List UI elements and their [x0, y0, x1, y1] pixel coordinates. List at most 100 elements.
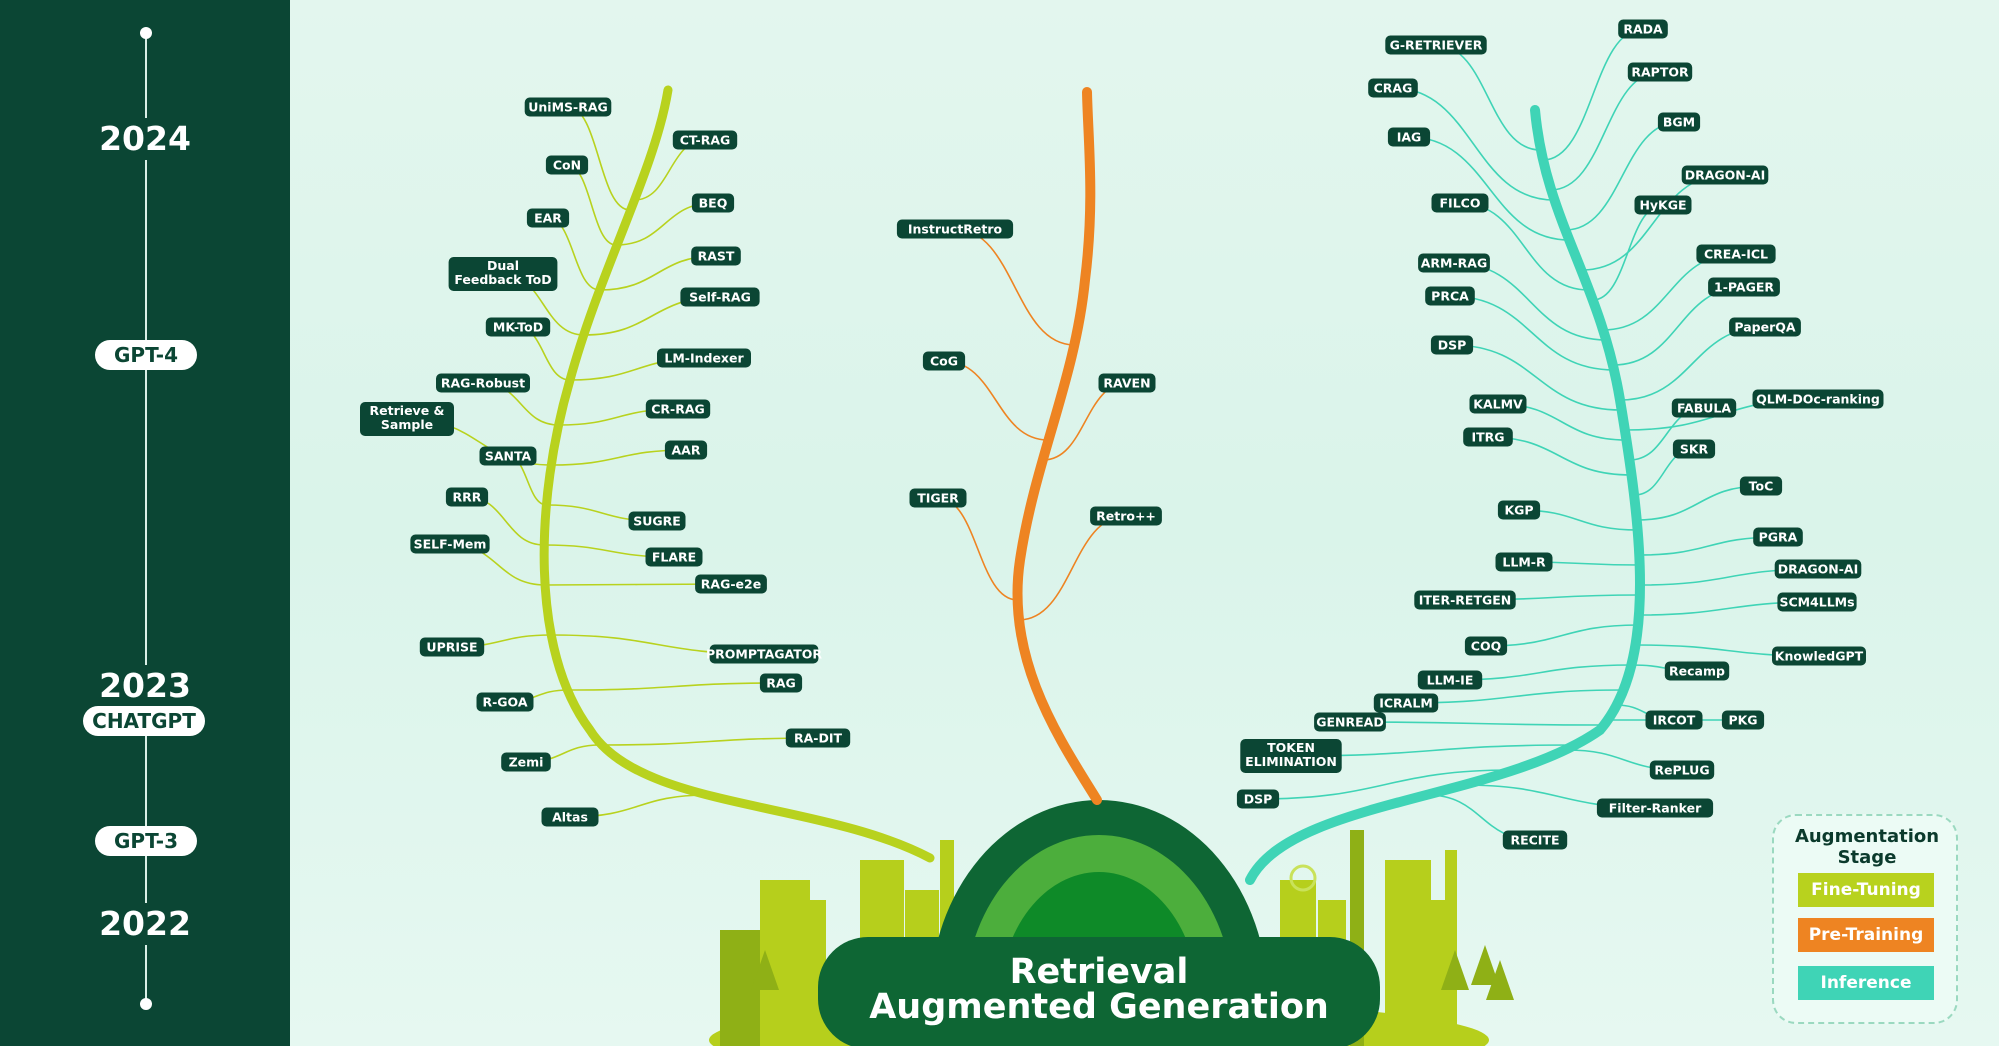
- method-node-bg: [785, 728, 851, 748]
- method-node-bg: [526, 208, 570, 228]
- method-node-bg: [1681, 165, 1769, 185]
- method-node-bg: [1417, 670, 1483, 690]
- method-node-bg: [1414, 590, 1516, 610]
- method-node-bg: [1502, 830, 1568, 850]
- method-node-bg: [759, 673, 803, 693]
- augmentation-stage-legend: Augmentation Stage Fine-Tuning Pre-Train…: [1772, 814, 1958, 1024]
- method-node-bg: [479, 446, 537, 466]
- fine-tuning-stem: [539, 85, 935, 863]
- method-node: ARM-RAG: [1418, 253, 1490, 273]
- method-node-bg: [1753, 527, 1803, 547]
- method-node: PKG: [1721, 710, 1765, 730]
- method-node-bg: [1596, 798, 1714, 818]
- year-2023-label: 2023: [45, 665, 245, 707]
- method-node-label: TIGER: [917, 491, 959, 506]
- year-2022-label: 2022: [45, 903, 245, 945]
- method-node: TIGER: [909, 488, 967, 508]
- method-node-label: CR-RAG: [651, 402, 705, 417]
- method-node-label: BGM: [1663, 115, 1695, 130]
- skyline-building: [1445, 850, 1457, 1046]
- branch-twig: [1405, 689, 1623, 704]
- method-node: CoG: [922, 351, 966, 371]
- method-node-bg: [1385, 35, 1487, 55]
- method-node-label: RAG-Robust: [441, 376, 525, 391]
- method-node-bg: [1495, 552, 1553, 572]
- method-node-label: KnowledGPT: [1775, 649, 1864, 664]
- method-node-bg: [896, 219, 1014, 239]
- method-node-bg: [1418, 253, 1490, 273]
- method-node-bg: [1752, 389, 1884, 409]
- method-node-bg: [1373, 693, 1439, 713]
- method-node: Self-RAG: [680, 287, 760, 307]
- tree-icon: [1486, 960, 1514, 1000]
- method-node-bg: [691, 246, 741, 266]
- branch-twig: [943, 360, 1049, 441]
- branch-twig: [1257, 769, 1513, 800]
- method-node-bg: [657, 348, 751, 368]
- method-node-label: PROMPTAGATOR: [706, 647, 822, 662]
- branch-twig: [1449, 295, 1615, 371]
- method-node: SCM4LLMs: [1777, 592, 1857, 612]
- method-node-label: Altas: [552, 810, 588, 825]
- method-node: FILCO: [1431, 193, 1489, 213]
- method-node: DSP: [1430, 335, 1474, 355]
- method-node: Retro++: [1090, 506, 1162, 526]
- year-2024-label: 2024: [45, 118, 245, 160]
- method-node: RAST: [691, 246, 741, 266]
- method-node-bg: [501, 752, 551, 772]
- method-node: LLM-IE: [1417, 670, 1483, 690]
- method-node: DSP: [1236, 789, 1280, 809]
- method-node-label: R-GOA: [482, 695, 527, 710]
- method-node-label: SANTA: [485, 449, 532, 464]
- method-node-bg: [1314, 712, 1386, 732]
- method-node-bg: [695, 574, 767, 594]
- method-node-label: Dual: [487, 258, 519, 273]
- method-node-bg: [476, 692, 534, 712]
- method-node-bg: [1431, 193, 1489, 213]
- method-node: BGM: [1657, 112, 1701, 132]
- title-line-2: Augmented Generation: [869, 987, 1329, 1027]
- method-node: ITER-RETGEN: [1414, 590, 1516, 610]
- method-node-bg: [485, 317, 551, 337]
- legend-fine-tuning: Fine-Tuning: [1798, 873, 1934, 907]
- method-node-label: UniMS-RAG: [528, 100, 608, 115]
- method-node-label: UPRISE: [426, 640, 477, 655]
- inference-stem: [1245, 105, 1645, 885]
- method-node: PGRA: [1753, 527, 1803, 547]
- method-node-bg: [1469, 394, 1527, 414]
- method-node-bg: [691, 193, 735, 213]
- method-node-label: IRCOT: [1653, 713, 1696, 728]
- branch-twig: [566, 164, 617, 246]
- method-node-label: SKR: [1680, 442, 1709, 457]
- method-node-label: RRR: [453, 490, 482, 505]
- method-node-label: ITER-RETGEN: [1419, 593, 1511, 608]
- method-node: CoN: [545, 155, 589, 175]
- method-node-label: RAPTOR: [1631, 65, 1689, 80]
- branch-twig: [1542, 28, 1644, 161]
- method-node-label: LLM-R: [1502, 555, 1546, 570]
- method-node: RAPTOR: [1627, 62, 1693, 82]
- legend-title: Augmentation Stage: [1774, 826, 1960, 868]
- method-node-bg: [1729, 317, 1801, 337]
- method-node-label: TOKEN: [1267, 740, 1315, 755]
- method-node: RePLUG: [1649, 760, 1715, 780]
- atom-icon: [1289, 864, 1317, 892]
- method-node-bg: [448, 257, 558, 291]
- method-node: PROMPTAGATOR: [706, 644, 822, 664]
- method-node: LM-Indexer: [657, 348, 751, 368]
- timeline-axis: [145, 32, 147, 1004]
- method-node-label: CoG: [930, 354, 958, 369]
- method-node-bg: [1671, 398, 1737, 418]
- method-node: QLM-DOc-ranking: [1752, 389, 1884, 409]
- method-node-bg: [680, 287, 760, 307]
- pre-training-stem: [1012, 87, 1102, 805]
- method-node-label: EAR: [534, 211, 562, 226]
- method-node: KGP: [1497, 500, 1541, 520]
- method-node: RAG: [759, 673, 803, 693]
- method-node: SUGRE: [628, 511, 686, 531]
- method-node-label: CT-RAG: [680, 133, 731, 148]
- method-node: MK-ToD: [485, 317, 551, 337]
- method-node-label: RAG-e2e: [701, 577, 761, 592]
- method-node-label: Retrieve &: [370, 403, 445, 418]
